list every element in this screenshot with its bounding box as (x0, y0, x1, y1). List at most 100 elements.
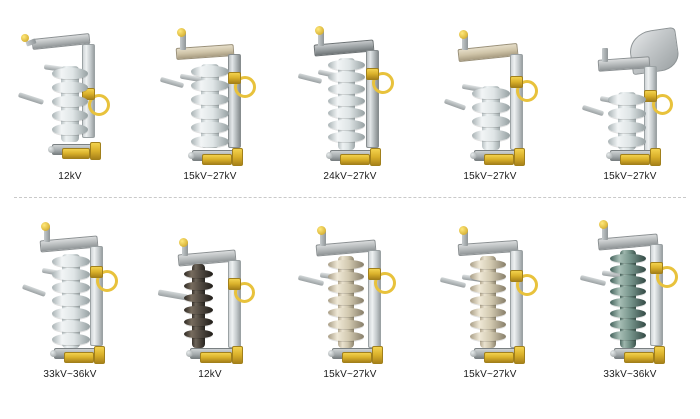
fuse-cutout-image (284, 10, 416, 166)
fuse-cutout-image (4, 208, 136, 364)
product-cell[interactable]: 15kV~27kV (280, 206, 420, 394)
tube-upper-ferrule (366, 68, 379, 80)
insulator-shed (191, 94, 229, 105)
insulator-shed (328, 96, 365, 106)
product-cell[interactable]: 15kV~27kV (560, 8, 700, 198)
lower-contact-brass (340, 154, 370, 165)
product-cell[interactable]: 15kV~27kV (140, 8, 280, 198)
product-row-1: 12kV (0, 8, 700, 198)
lower-terminal (650, 148, 661, 166)
pull-ring (234, 282, 255, 303)
fuse-cutout-image (144, 10, 276, 166)
insulator-shed (328, 272, 364, 281)
lower-contact-brass (620, 154, 650, 165)
upper-terminal-nut (41, 222, 50, 231)
tube-upper-ferrule (510, 76, 523, 88)
upper-hinge-rod (44, 226, 50, 242)
upper-hinge-rod (180, 32, 186, 50)
upper-terminal-nut (21, 34, 29, 42)
mounting-bolt (328, 350, 335, 357)
pull-ring (516, 80, 538, 102)
product-cell[interactable]: 15kV~27kV (420, 206, 560, 394)
insulator-shed (470, 320, 506, 329)
tube-upper-ferrule (368, 268, 381, 280)
product-caption: 33kV~36kV (43, 369, 97, 380)
lower-contact-brass (484, 352, 514, 363)
insulator-shed (328, 332, 364, 341)
product-cell[interactable]: 12kV (140, 206, 280, 394)
pull-ring (88, 94, 110, 116)
product-cell[interactable]: 33kV~36kV (0, 206, 140, 394)
product-caption: 15kV~27kV (183, 171, 237, 182)
insulator-shed (608, 136, 646, 147)
upper-terminal-nut (177, 28, 186, 37)
lower-contact-brass (484, 154, 514, 165)
insulator-shed (608, 108, 646, 119)
upper-terminal-nut (315, 26, 324, 35)
upper-hinge-rod (462, 34, 468, 50)
fuse-cutout-image (424, 208, 556, 364)
lower-contact-brass (64, 352, 94, 363)
lower-contact-brass (342, 352, 372, 363)
product-caption: 15kV~27kV (463, 369, 517, 380)
upper-terminal-nut (599, 220, 608, 229)
insulator-shed (184, 318, 213, 326)
lower-terminal (94, 346, 105, 364)
insulator-shed (191, 108, 229, 119)
insulator-shed (470, 296, 506, 305)
tube-upper-ferrule (644, 90, 657, 102)
insulator-shed (328, 60, 365, 70)
fuse-tube (368, 250, 381, 348)
upper-hinge-rod (182, 242, 188, 256)
tube-upper-ferrule (650, 262, 663, 274)
fuse-tube (650, 244, 663, 346)
insulator-shed (191, 122, 229, 133)
tube-lower-ferrule (82, 88, 95, 100)
lower-contact-brass (62, 148, 90, 159)
product-cell[interactable]: 33kV~36kV (560, 206, 700, 394)
pull-ring (372, 72, 394, 94)
product-cell[interactable]: 24kV~27kV (280, 8, 420, 198)
upper-hinge-rod (320, 230, 326, 246)
insulator-shed (328, 284, 364, 293)
lower-terminal (372, 346, 383, 364)
insulator-shed (328, 320, 364, 329)
product-cell[interactable]: 12kV (0, 8, 140, 198)
insulator-shed (470, 332, 506, 341)
insulator-shed (52, 334, 90, 345)
lead-wire (17, 92, 45, 105)
insulator-shed (52, 124, 88, 135)
lead-wire (579, 274, 607, 287)
insulator-shed (191, 80, 229, 91)
tube-upper-ferrule (228, 72, 241, 84)
insulator-shed (184, 330, 213, 338)
insulator-shed (610, 320, 646, 329)
lower-terminal (370, 148, 381, 166)
insulator-shed (608, 94, 646, 105)
lead-wire (443, 98, 467, 111)
insulator-shed (52, 269, 90, 280)
insulator-shed (610, 331, 646, 340)
insulator-shed (184, 294, 213, 302)
insulator-shed (52, 308, 90, 319)
insulator-body (618, 92, 636, 150)
mounting-bolt (50, 350, 57, 357)
fuse-tube (228, 260, 241, 348)
mounting-bolt (470, 152, 477, 159)
insulator-shed (610, 287, 646, 296)
insulator-shed (472, 102, 510, 113)
insulator-shed (472, 88, 510, 99)
lower-terminal (654, 346, 665, 364)
product-cell[interactable]: 15kV~27kV (420, 8, 560, 198)
fuse-tube (510, 250, 523, 348)
mounting-bolt (606, 152, 613, 159)
insulator-shed (191, 136, 229, 147)
lower-terminal (232, 148, 243, 166)
lead-wire (21, 284, 47, 297)
fuse-tube (510, 54, 523, 150)
insulator-shed (328, 72, 365, 82)
mounting-bolt (188, 152, 195, 159)
fuse-cutout-image (564, 208, 696, 364)
fuse-tube (366, 50, 379, 148)
insulator-shed (472, 116, 510, 127)
